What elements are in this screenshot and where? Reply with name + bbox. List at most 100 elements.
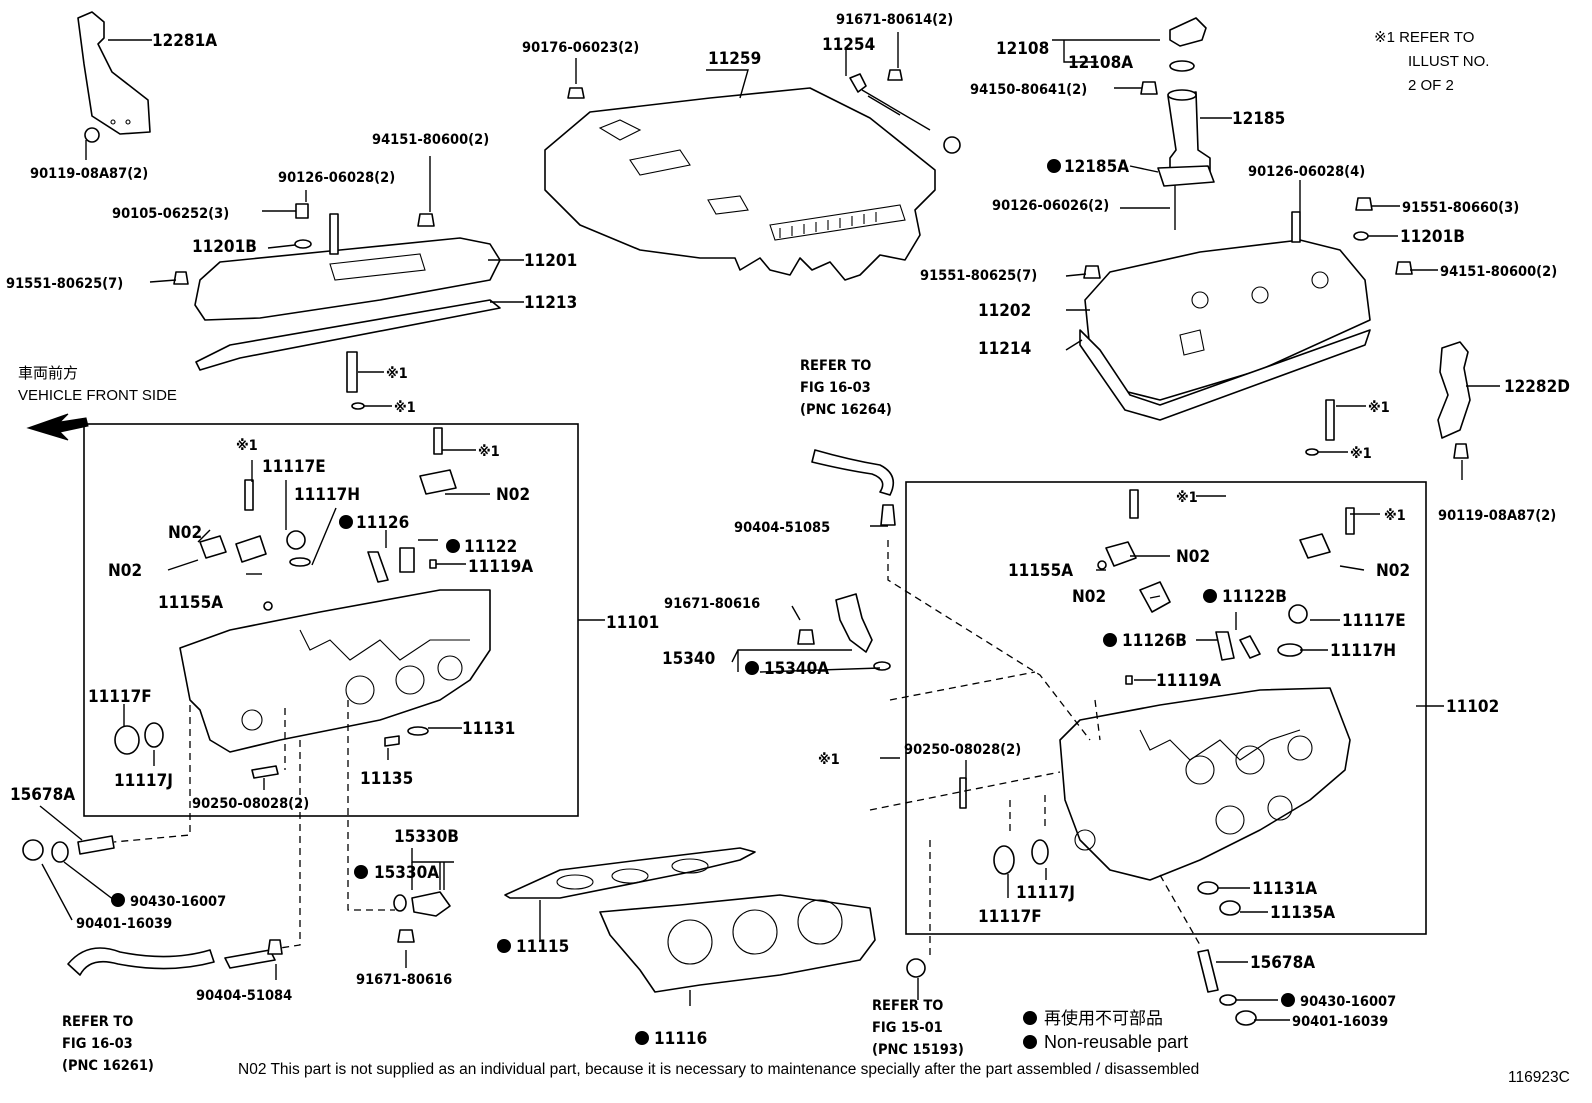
engine-hanger-bracket-right (1437, 341, 1471, 459)
label-N02-b: N02 (108, 561, 142, 581)
label-12281A: 12281A (152, 31, 217, 51)
label-11117F-left: 11117F (88, 687, 152, 707)
label-91551-right: 91551-80625(7) (920, 268, 1037, 284)
ref-mark-a: ※1 (386, 366, 408, 382)
legend: 再使用不可部品 Non-reusable part (1044, 1008, 1188, 1052)
label-91551-left: 91551-80625(7) (6, 276, 123, 292)
label-15340: 15340 (662, 649, 715, 669)
label-90401-right: 90401-16039 (1292, 1014, 1388, 1030)
pcv-hose-top (811, 449, 896, 526)
label-90401-left: 90401-16039 (76, 916, 172, 932)
label-11155A-left: 11155A (158, 593, 223, 613)
label-11202: 11202 (978, 301, 1031, 321)
label-11131: 11131 (462, 719, 515, 739)
label-11122: 11122 (464, 537, 517, 557)
sensor-11254 (849, 69, 961, 154)
label-15330B: 15330B (394, 827, 459, 847)
plug-15678A-left (22, 835, 115, 863)
ref-mark-e: ※1 (478, 444, 500, 460)
label-11213: 11213 (524, 293, 577, 313)
ref-mark-h: ※1 (1384, 508, 1406, 524)
label-90126-06026: 90126-06026(2) (992, 198, 1109, 214)
svg-text:VEHICLE FRONT SIDE: VEHICLE FRONT SIDE (18, 387, 177, 404)
svg-text:再使用不可部品: 再使用不可部品 (1044, 1008, 1163, 1028)
ref-mark-d: ※1 (1350, 446, 1372, 462)
label-11117H-left: 11117H (294, 485, 360, 505)
svg-text:(PNC 16261): (PNC 16261) (62, 1058, 154, 1074)
ref-mark-g: ※1 (1176, 490, 1198, 506)
label-90250-right: 90250-08028(2) (904, 742, 1021, 758)
svg-text:FIG 16-03: FIG 16-03 (62, 1036, 133, 1052)
corner-reference-note: ※1 REFER TO ILLUST NO. 2 OF 2 (1374, 29, 1489, 94)
head-gasket-11116 (599, 894, 876, 993)
label-11131A: 11131A (1252, 879, 1317, 899)
label-12108A: 12108A (1068, 53, 1133, 73)
ref-mark-c: ※1 (1368, 400, 1390, 416)
label-11259: 11259 (708, 49, 761, 69)
label-94150: 94150-80641(2) (970, 82, 1087, 98)
label-90430-left: 90430-16007 (130, 894, 226, 910)
cylinder-head-right (959, 489, 1355, 916)
label-15340A: 15340A (764, 659, 829, 679)
label-11126: 11126 (356, 513, 409, 533)
svg-text:FIG 16-03: FIG 16-03 (800, 380, 871, 396)
label-94151-right: 94151-80600(2) (1440, 264, 1557, 280)
label-N02-a: N02 (168, 523, 202, 543)
label-11201B-right: 11201B (1400, 227, 1465, 247)
engine-cover (544, 87, 936, 281)
label-90119-left: 90119-08A87(2) (30, 166, 148, 182)
refer-note-top: REFER TO FIG 16-03 (PNC 16264) (800, 358, 892, 418)
label-91671-80614: 91671-80614(2) (836, 12, 953, 28)
dashed-leader-d (347, 700, 395, 911)
label-11117E-left: 11117E (262, 457, 326, 477)
label-90430-right: 90430-16007 (1300, 994, 1396, 1010)
svg-text:REFER TO: REFER TO (62, 1014, 133, 1030)
label-N02-f: N02 (1376, 561, 1410, 581)
gasket-15193 (906, 958, 926, 978)
label-90404-51085: 90404-51085 (734, 520, 830, 536)
label-90126-06028-right: 90126-06028(4) (1248, 164, 1365, 180)
dashed-leader-b (113, 705, 191, 843)
dashed-leader-g (869, 771, 1061, 811)
label-N02-d: N02 (1176, 547, 1210, 567)
refer-note-mid: REFER TO FIG 15-01 (PNC 15193) (872, 998, 964, 1058)
label-12108: 12108 (996, 39, 1049, 59)
label-11117F-right: 11117F (978, 907, 1042, 927)
dashed-leader-a (279, 740, 301, 949)
label-11117H-right: 11117H (1330, 641, 1396, 661)
ref-mark-b: ※1 (394, 400, 416, 416)
engine-hanger-bracket-left (77, 11, 151, 143)
cylinder-head-cover-right (1079, 197, 1413, 421)
label-N02-e: N02 (1072, 587, 1106, 607)
label-90250-left: 90250-08028(2) (192, 796, 309, 812)
label-90176: 90176-06023(2) (522, 40, 639, 56)
oil-control-valve-15340 (797, 593, 891, 671)
label-90105: 90105-06252(3) (112, 206, 229, 222)
label-11201: 11201 (524, 251, 577, 271)
label-11214: 11214 (978, 339, 1031, 359)
svg-text:REFER TO: REFER TO (800, 358, 871, 374)
label-11117J-left: 11117J (114, 771, 173, 791)
label-91671-80616-bottom: 91671-80616 (356, 972, 452, 988)
label-94151-left: 94151-80600(2) (372, 132, 489, 148)
cam-sensor-15330 (393, 891, 451, 943)
vehicle-front-arrow (26, 413, 89, 441)
svg-text:(PNC 16264): (PNC 16264) (800, 402, 892, 418)
plug-15678A-right (1197, 949, 1257, 1026)
label-11102: 11102 (1446, 697, 1499, 717)
svg-text:FIG 15-01: FIG 15-01 (872, 1020, 943, 1036)
label-15678A-left: 15678A (10, 785, 75, 805)
illustration-id: 116923C (1508, 1069, 1570, 1086)
cylinder-head-cover-left (173, 203, 501, 371)
svg-text:(PNC 15193): (PNC 15193) (872, 1042, 964, 1058)
label-11119A-left: 11119A (468, 557, 533, 577)
svg-text:2 OF 2: 2 OF 2 (1408, 77, 1454, 94)
dashed-leader-f (889, 671, 1036, 701)
dashed-leader-j (1159, 874, 1201, 946)
label-11101: 11101 (606, 613, 659, 633)
label-11122B: 11122B (1222, 587, 1287, 607)
label-11117E-right: 11117E (1342, 611, 1406, 631)
washer-ref1-b (1305, 448, 1319, 456)
dashed-leader-k (1094, 699, 1101, 741)
bolt-ref1-a (346, 351, 358, 393)
